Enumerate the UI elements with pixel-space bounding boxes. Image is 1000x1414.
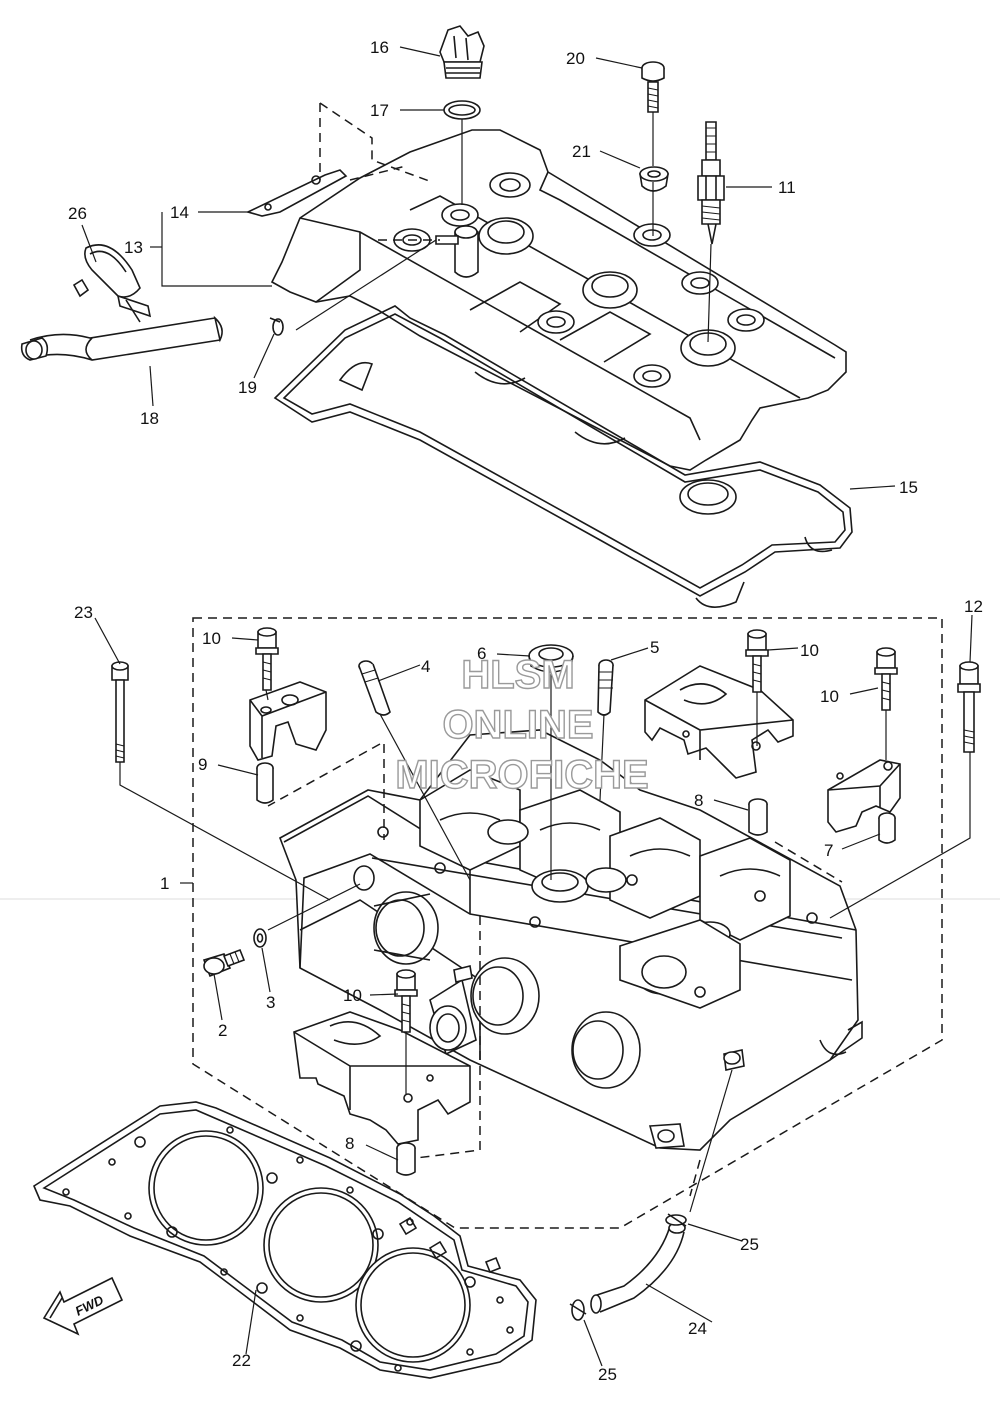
camshaft-cap-lower bbox=[293, 1011, 471, 1145]
hose-clip-lower bbox=[569, 1299, 587, 1321]
callout-15: 15 bbox=[899, 478, 918, 497]
cylinder-head-cover bbox=[270, 129, 847, 471]
callout-23: 23 bbox=[74, 603, 93, 622]
callout-7: 7 bbox=[824, 841, 833, 860]
filler-o-ring bbox=[443, 100, 481, 120]
camshaft-cap-upper-left bbox=[249, 681, 327, 761]
callout-10-c: 10 bbox=[820, 687, 839, 706]
callout-2: 2 bbox=[218, 1021, 227, 1040]
callout-12: 12 bbox=[964, 597, 983, 616]
water-hose bbox=[590, 1222, 686, 1314]
callout-25-lower: 25 bbox=[598, 1365, 617, 1384]
hose-clamp bbox=[72, 244, 152, 323]
callout-4: 4 bbox=[421, 657, 430, 676]
callout-8-lower: 8 bbox=[345, 1134, 354, 1153]
cover-bolt bbox=[641, 61, 665, 113]
callout-5: 5 bbox=[650, 638, 659, 657]
cap-bolt-10-c bbox=[874, 647, 898, 711]
dowel-8-right bbox=[748, 798, 768, 836]
callout-26: 26 bbox=[68, 204, 87, 223]
callout-10-d: 10 bbox=[343, 986, 362, 1005]
callout-11: 11 bbox=[778, 178, 796, 197]
cover-gasket bbox=[273, 305, 853, 608]
dowel-8-lower bbox=[396, 1142, 416, 1176]
cap-bolt-10-a bbox=[255, 627, 279, 691]
callout-3: 3 bbox=[266, 993, 275, 1012]
forward-direction-arrow: FWD bbox=[42, 1276, 124, 1336]
watermark-line-2: ONLINE bbox=[442, 703, 593, 747]
spark-plug bbox=[697, 121, 725, 245]
callout-10-b: 10 bbox=[800, 641, 819, 660]
head-bolt-23 bbox=[111, 661, 129, 763]
hose-clip-upper bbox=[665, 1213, 687, 1227]
callout-10-a: 10 bbox=[202, 629, 221, 648]
callout-20: 20 bbox=[566, 49, 585, 68]
washer bbox=[253, 928, 267, 948]
leader-lines bbox=[81, 46, 973, 1367]
cylinder-head bbox=[279, 729, 863, 1151]
cap-bolt-10-b bbox=[745, 629, 769, 693]
cap-bolt-10-d bbox=[394, 969, 418, 1033]
callout-16: 16 bbox=[370, 38, 389, 57]
callout-21: 21 bbox=[572, 142, 591, 161]
callout-17: 17 bbox=[370, 101, 389, 120]
callout-25-upper: 25 bbox=[740, 1235, 759, 1254]
callout-18: 18 bbox=[140, 409, 159, 428]
head-bolt-12 bbox=[957, 661, 981, 753]
camshaft-cap-upper-right bbox=[644, 665, 794, 779]
callout-labels: 1 2 3 4 5 6 7 8 8 9 10 10 10 10 11 12 13… bbox=[68, 38, 983, 1384]
callout-8-right: 8 bbox=[694, 791, 703, 810]
callout-1: 1 bbox=[160, 874, 169, 893]
breather-hose bbox=[20, 315, 223, 361]
cylinder-head-gasket bbox=[32, 1101, 537, 1379]
callout-22: 22 bbox=[232, 1351, 251, 1370]
oil-filler-cap bbox=[439, 25, 485, 79]
callout-9: 9 bbox=[198, 755, 207, 774]
camshaft-cap-right bbox=[827, 759, 901, 833]
watermark-line-3: MICROFICHE bbox=[395, 753, 648, 797]
dowel-9 bbox=[256, 762, 274, 804]
valve-guide-4 bbox=[358, 660, 391, 716]
callout-6: 6 bbox=[477, 644, 486, 663]
watermark-line-1: HLSM bbox=[461, 653, 574, 697]
hose-clip bbox=[269, 317, 284, 336]
dowel-7 bbox=[878, 812, 896, 844]
valve-guide-5 bbox=[597, 659, 614, 716]
plug-bolt bbox=[202, 948, 246, 978]
watermark: HLSM ONLINE MICROFICHE bbox=[395, 652, 650, 797]
callout-19: 19 bbox=[238, 378, 257, 397]
callout-24: 24 bbox=[688, 1319, 707, 1338]
callout-13: 13 bbox=[124, 238, 143, 257]
assembly-boundary bbox=[192, 617, 943, 1229]
cover-grommet bbox=[639, 166, 669, 192]
callout-14: 14 bbox=[170, 203, 189, 222]
